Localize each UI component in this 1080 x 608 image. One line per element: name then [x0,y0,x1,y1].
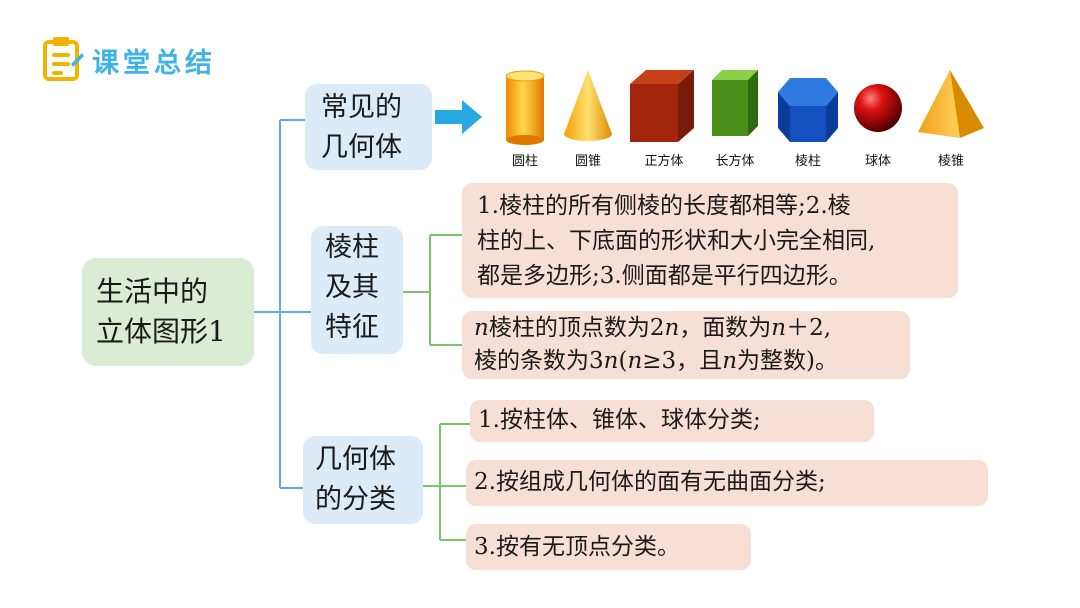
note-line: 都是多边形;3.侧面都是平行四边形。 [477,263,852,289]
category-classification: 几何体 的分类 [303,436,423,524]
variable-n: n [603,348,619,374]
variable-n: n [771,315,787,341]
prism-counts-note: n棱柱的顶点数为2n，面数为n＋2, 棱的条数为3n(n≥3，且n为整数)。 [462,311,910,379]
text-fragment: ( [618,348,628,374]
root-line1: 生活中的 [96,275,209,308]
page-title: 课堂总结 [92,47,216,79]
shape-label-prism: 棱柱 [794,154,821,169]
text-fragment: ，面数为 [679,315,772,341]
cone-icon [564,70,612,141]
cuboid-icon [712,70,758,136]
shape-label-pyramid: 棱锥 [937,154,964,169]
category-prism-features: 棱柱 及其 特征 [311,226,403,354]
shape-label-cylinder: 圆柱 [511,154,538,169]
pyramid-icon [918,70,984,138]
sphere-icon [854,84,902,132]
classification-item-3: 3.按有无顶点分类。 [466,524,751,570]
prism-features-note: 1.棱柱的所有侧棱的长度都相等;2.棱 柱的上、下底面的形状和大小完全相同, 都… [462,183,958,298]
note-line: 柱的上、下底面的形状和大小完全相同, [477,228,876,254]
note-line: 1.棱柱的所有侧棱的长度都相等;2.棱 [477,193,851,219]
category-label: 及其 [325,272,379,303]
variable-n: n [664,315,680,341]
classification-item-2: 2.按组成几何体的面有无曲面分类; [466,460,988,506]
variable-n: n [474,315,489,341]
prism-icon [778,78,838,142]
category-label: 棱柱 [325,232,379,263]
root-node: 生活中的 立体图形1 [82,258,254,366]
root-line2: 立体图形1 [96,315,226,348]
clipboard-icon [40,34,84,86]
variable-n: n [722,348,738,374]
text-fragment: 棱的条数为3 [474,348,604,374]
category-common-solids: 常见的 几何体 [305,84,432,170]
classification-item-1: 1.按柱体、锥体、球体分类; [470,400,874,442]
category-label: 常见的 [321,92,402,123]
shape-label-sphere: 球体 [864,154,891,169]
header: 课堂总结 [40,34,216,86]
text-fragment: 棱柱的顶点数为2 [488,315,665,341]
category-label: 特征 [325,312,379,343]
category-label: 几何体 [315,444,396,475]
text-fragment: ＋2, [786,315,832,341]
note-line: n棱柱的顶点数为2n，面数为n＋2, [474,312,910,345]
cylinder-icon [505,70,545,145]
arrow-right-icon [435,100,482,134]
shapes-illustration [505,70,984,145]
shape-label-cube: 正方体 [644,154,684,169]
variable-n: n [627,348,643,374]
category-label: 几何体 [321,132,402,163]
text-fragment: 为整数)。 [737,348,838,374]
note-line: 棱的条数为3n(n≥3，且n为整数)。 [474,345,910,378]
category-label: 的分类 [315,484,396,515]
text-fragment: ≥3，且 [642,348,723,374]
cube-icon [630,70,694,142]
shape-label-cone: 圆锥 [574,154,601,169]
shape-label-cuboid: 长方体 [715,154,755,169]
